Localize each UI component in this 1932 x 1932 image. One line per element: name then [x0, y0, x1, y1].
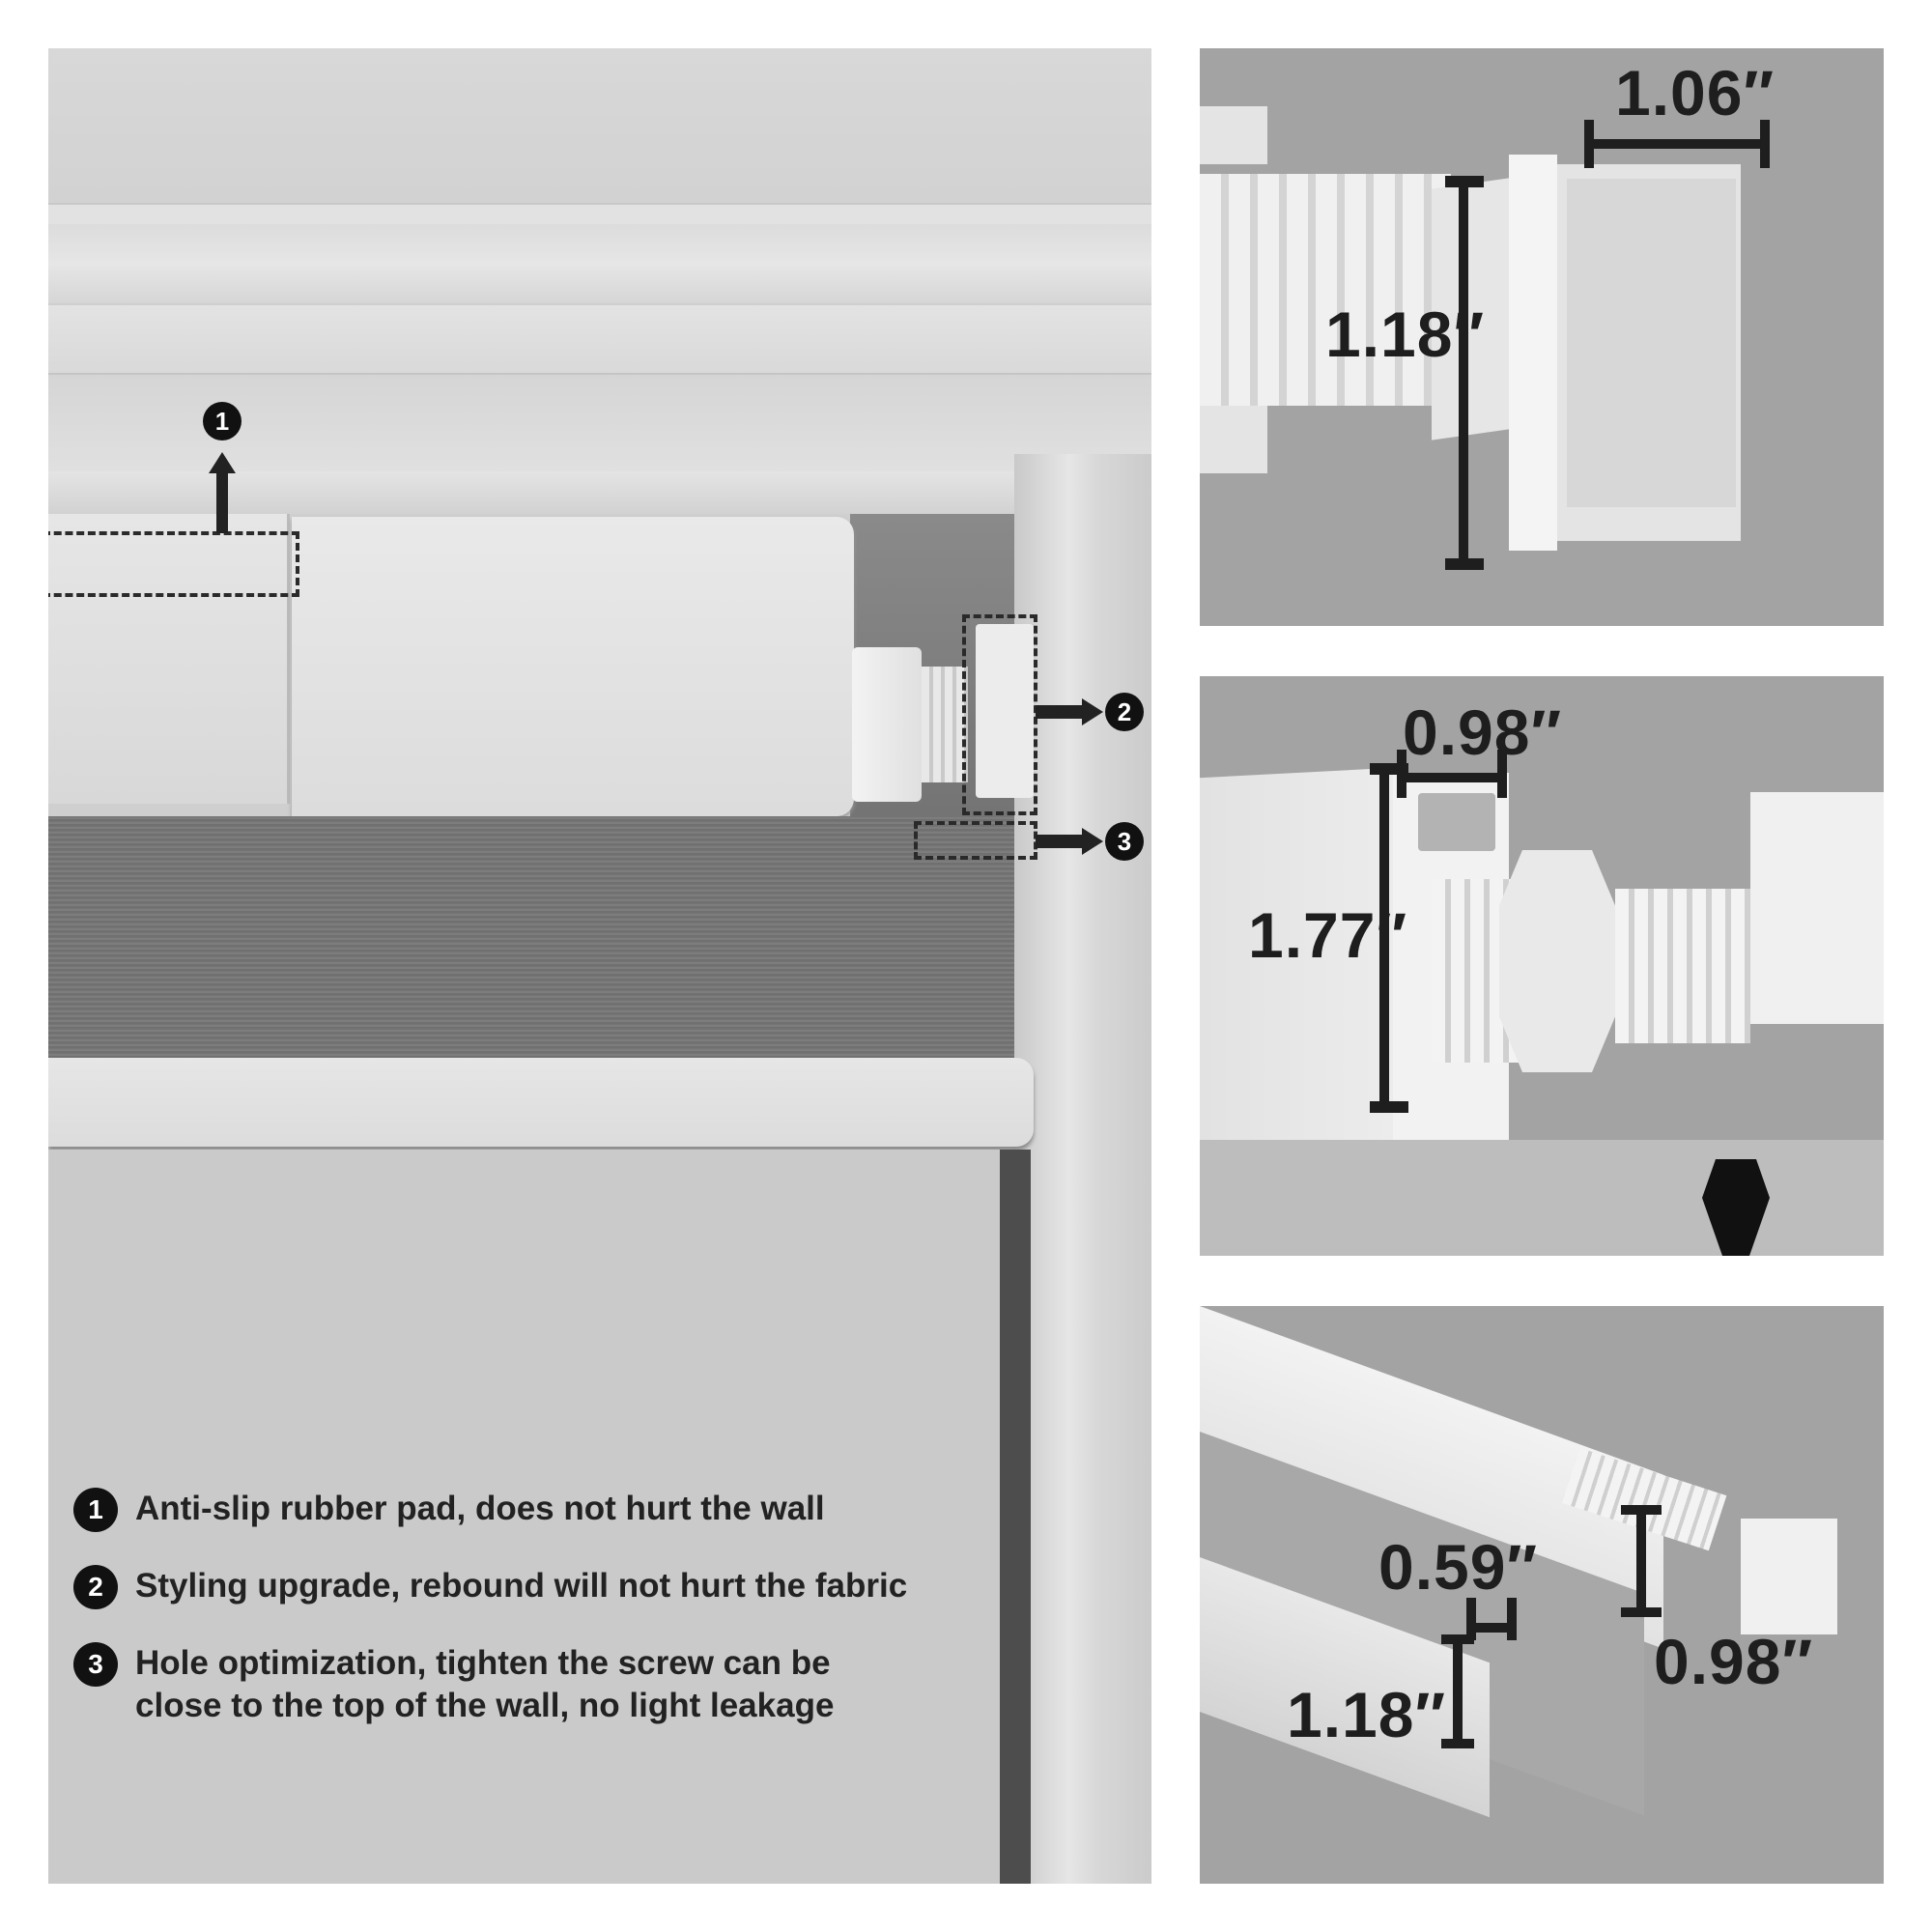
dimension-tick: [1370, 763, 1408, 775]
detail-panel-headrail-end: 0.98″ 1.77″: [1200, 676, 1884, 1256]
badge-number: 1: [88, 1494, 103, 1524]
dimension-line-width: [1590, 139, 1764, 149]
legend-item-3: 3 Hole optimization, tighten the screw c…: [73, 1642, 1039, 1727]
dimension-label-height: 1.18″: [1325, 298, 1486, 370]
headrail-body: [1200, 767, 1393, 1194]
arrow-3-shaft: [1036, 835, 1084, 848]
frame-shadow: [1000, 1150, 1031, 1884]
legend-line: close to the top of the wall, no light l…: [135, 1687, 835, 1724]
pad-face: [1567, 179, 1736, 507]
marker-number: 2: [1117, 696, 1132, 726]
dimension-label-height: 1.18″: [1287, 1679, 1447, 1750]
dimension-line-width: [1401, 773, 1501, 782]
headrail-cassette: [292, 517, 854, 816]
dimension-tick: [1441, 1634, 1474, 1644]
detail-panel-end-pad: 1.06″ 1.18″: [1200, 48, 1884, 626]
legend-line: Styling upgrade, rebound will not hurt t…: [135, 1567, 908, 1605]
dimension-label-width: 1.06″: [1615, 57, 1776, 128]
legend-item-1: 1 Anti-slip rubber pad, does not hurt th…: [73, 1488, 1039, 1532]
legend-item-2: 2 Styling upgrade, rebound will not hurt…: [73, 1565, 1039, 1609]
arrow-right-icon: [1082, 698, 1103, 725]
callout-box-2: [962, 614, 1037, 815]
arrow-1: [216, 510, 228, 533]
dimension-tick: [1370, 1101, 1408, 1113]
legend-line: Hole optimization, tighten the screw can…: [135, 1644, 831, 1682]
detail-panel-bottom-rail: 0.59″ 0.98″ 1.18″: [1200, 1306, 1884, 1884]
number-badge: 2: [73, 1565, 118, 1609]
callout-box-1: [48, 531, 299, 597]
packaging-box: [1200, 1140, 1884, 1256]
legend-text: Hole optimization, tighten the screw can…: [135, 1642, 834, 1727]
wall: [48, 48, 1151, 203]
number-badge: 1: [73, 1488, 118, 1532]
dimension-line-height: [1636, 1509, 1646, 1611]
rubber-end-pad: [976, 624, 1034, 798]
dimension-label-width: 0.98″: [1403, 696, 1563, 768]
legend-line: Anti-slip rubber pad, does not hurt the …: [135, 1490, 825, 1527]
feature-legend: 1 Anti-slip rubber pad, does not hurt th…: [73, 1488, 1039, 1760]
marker-3: 3: [1105, 822, 1144, 861]
arrow-2-shaft: [1036, 705, 1084, 719]
dimension-tick: [1507, 1598, 1517, 1640]
marker-1: 1: [203, 402, 242, 440]
crown-moulding: [48, 203, 1151, 226]
badge-number: 2: [88, 1572, 103, 1602]
bracket-screw-thread: [922, 667, 968, 782]
hex-nut: [1499, 850, 1615, 1072]
dimension-line-height: [1459, 182, 1468, 568]
bracket-nut: [852, 647, 922, 802]
marker-number: 1: [214, 406, 230, 436]
dimension-label-width: 0.59″: [1378, 1531, 1539, 1603]
dimension-line-height: [1379, 769, 1389, 1107]
number-badge: 3: [73, 1642, 118, 1687]
marker-2: 2: [1105, 693, 1144, 731]
shade-fabric: [48, 816, 1014, 1058]
crown-moulding: [48, 224, 1151, 303]
badge-number: 3: [88, 1649, 103, 1679]
arrow-right-icon: [1082, 828, 1103, 855]
dimension-tick: [1445, 176, 1484, 187]
dimension-tick: [1497, 750, 1507, 798]
dimension-label-height: 1.77″: [1248, 899, 1408, 971]
lower-wall: [48, 1150, 1000, 1884]
legend-text: Anti-slip rubber pad, does not hurt the …: [135, 1488, 825, 1530]
bottom-rail: [48, 1058, 1034, 1147]
dimension-tick: [1621, 1505, 1662, 1515]
dimension-tick: [1760, 120, 1770, 168]
crown-moulding: [48, 305, 1151, 375]
dimension-tick: [1445, 558, 1484, 570]
dimension-tick: [1584, 120, 1594, 168]
window-frame-top: [48, 471, 1014, 514]
arrow-1-shaft: [216, 473, 228, 516]
dimension-tick: [1621, 1607, 1662, 1617]
marker-number: 3: [1117, 826, 1132, 856]
end-pad: [1741, 1519, 1837, 1634]
dimension-line-width: [1468, 1623, 1515, 1633]
screw-thread: [1615, 889, 1750, 1043]
end-pad: [1750, 792, 1884, 1024]
pad-base: [1509, 155, 1557, 551]
dimension-tick: [1466, 1598, 1476, 1640]
dimension-line-height: [1453, 1640, 1463, 1741]
end-cap-slot: [1412, 787, 1501, 857]
bracket-clip: [1200, 106, 1267, 164]
arrow-up-icon: [209, 452, 236, 473]
dimension-label-height: 0.98″: [1654, 1626, 1814, 1697]
legend-text: Styling upgrade, rebound will not hurt t…: [135, 1565, 907, 1607]
screw-thread: [1200, 174, 1451, 406]
main-installation-view: 1 2 3 1 Anti-slip rubber pad, does not h…: [48, 48, 1151, 1884]
dimension-tick: [1441, 1739, 1474, 1748]
callout-box-3: [914, 821, 1037, 860]
bracket-clip: [1200, 406, 1267, 473]
headrail-left-section: [48, 514, 290, 804]
